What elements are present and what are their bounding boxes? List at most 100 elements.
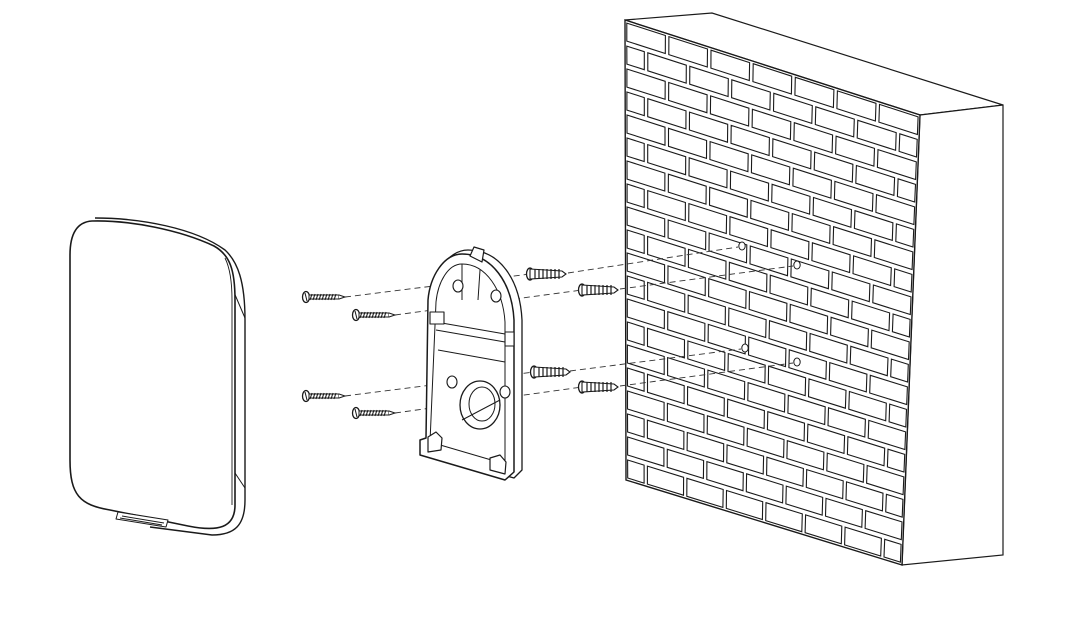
brick bbox=[827, 407, 866, 438]
brick bbox=[647, 52, 687, 84]
brick bbox=[627, 436, 665, 467]
screw-thread bbox=[324, 293, 328, 301]
brick bbox=[706, 415, 745, 446]
screw-thread bbox=[309, 392, 313, 400]
brick bbox=[804, 514, 843, 545]
brick bbox=[832, 225, 873, 258]
guide-line bbox=[567, 246, 739, 274]
brick bbox=[767, 365, 807, 397]
screw-thread bbox=[309, 293, 313, 301]
brick bbox=[689, 65, 729, 98]
plate-screw-hole bbox=[446, 375, 458, 389]
brick bbox=[688, 202, 728, 235]
screw-thread bbox=[315, 293, 319, 301]
brick bbox=[765, 501, 803, 533]
brick bbox=[855, 164, 896, 197]
brick bbox=[687, 340, 726, 372]
brick bbox=[667, 219, 707, 251]
plate-screw-hole bbox=[452, 279, 464, 293]
brick bbox=[626, 45, 645, 71]
screw-slot bbox=[304, 391, 308, 401]
brick bbox=[851, 300, 891, 332]
brick bbox=[787, 394, 826, 426]
brick bbox=[873, 239, 914, 271]
brick bbox=[727, 352, 766, 384]
brick bbox=[813, 151, 854, 183]
brick bbox=[666, 448, 705, 480]
plate-cable-boss-inner bbox=[468, 386, 496, 422]
screw-icon bbox=[301, 389, 347, 403]
screw-thread bbox=[312, 293, 316, 301]
brick bbox=[708, 232, 748, 264]
brick bbox=[708, 186, 749, 218]
brick bbox=[769, 274, 809, 306]
brick bbox=[814, 106, 855, 138]
brick bbox=[646, 419, 685, 451]
brick bbox=[888, 403, 908, 428]
brick bbox=[893, 268, 913, 293]
screw-thread bbox=[330, 392, 334, 400]
brick bbox=[687, 294, 726, 326]
brick bbox=[876, 148, 917, 181]
brick bbox=[749, 245, 789, 277]
brick bbox=[725, 489, 764, 521]
brick bbox=[647, 143, 687, 176]
brick bbox=[895, 223, 915, 248]
brick bbox=[789, 303, 829, 335]
guide-line bbox=[619, 265, 794, 290]
screw-thread bbox=[380, 311, 384, 319]
screw-thread bbox=[327, 392, 331, 400]
wall-anchor-icon bbox=[525, 267, 567, 281]
guide-line bbox=[619, 362, 794, 387]
wall-anchor-icon bbox=[529, 365, 571, 379]
screw-icon bbox=[301, 290, 347, 304]
screw-tip bbox=[388, 312, 397, 318]
brick bbox=[785, 485, 824, 516]
screw-thread bbox=[377, 311, 381, 319]
brick bbox=[667, 127, 708, 160]
screw-thread bbox=[368, 311, 372, 319]
brick bbox=[885, 493, 904, 518]
device-bottom-slot bbox=[115, 511, 169, 528]
screw-thread bbox=[359, 409, 363, 417]
screw-tip bbox=[388, 410, 397, 416]
brick bbox=[806, 423, 846, 455]
brick-wall bbox=[624, 12, 1004, 566]
screw-slot bbox=[354, 408, 358, 418]
screw-set bbox=[301, 290, 397, 420]
screw-thread bbox=[333, 293, 337, 301]
brick bbox=[626, 321, 645, 347]
drill-hole-icon bbox=[793, 260, 801, 270]
drill-holes bbox=[738, 241, 801, 367]
brick bbox=[807, 378, 847, 409]
brick bbox=[729, 170, 770, 202]
wall-plug-set bbox=[525, 267, 619, 394]
brick bbox=[686, 477, 724, 509]
brick bbox=[626, 275, 645, 301]
brick bbox=[626, 413, 645, 438]
brick bbox=[788, 349, 827, 380]
brick bbox=[626, 137, 645, 163]
brick bbox=[830, 316, 869, 348]
brick bbox=[729, 215, 769, 248]
brick bbox=[766, 410, 806, 442]
brick bbox=[728, 307, 767, 339]
brick bbox=[709, 140, 749, 173]
plate-screw-hole bbox=[490, 289, 502, 303]
brick bbox=[709, 95, 750, 127]
brick bbox=[898, 133, 918, 158]
drill-hole-icon bbox=[738, 241, 746, 251]
screw-thread bbox=[324, 392, 328, 400]
brick bbox=[791, 212, 831, 245]
screw-thread bbox=[327, 293, 331, 301]
brick bbox=[786, 439, 825, 471]
brick bbox=[667, 356, 706, 388]
brick bbox=[770, 229, 810, 261]
brick bbox=[811, 242, 851, 274]
screw-thread bbox=[362, 311, 366, 319]
brick bbox=[835, 135, 876, 167]
brick bbox=[824, 497, 863, 529]
plate-rib bbox=[435, 321, 506, 335]
brick bbox=[750, 154, 791, 186]
